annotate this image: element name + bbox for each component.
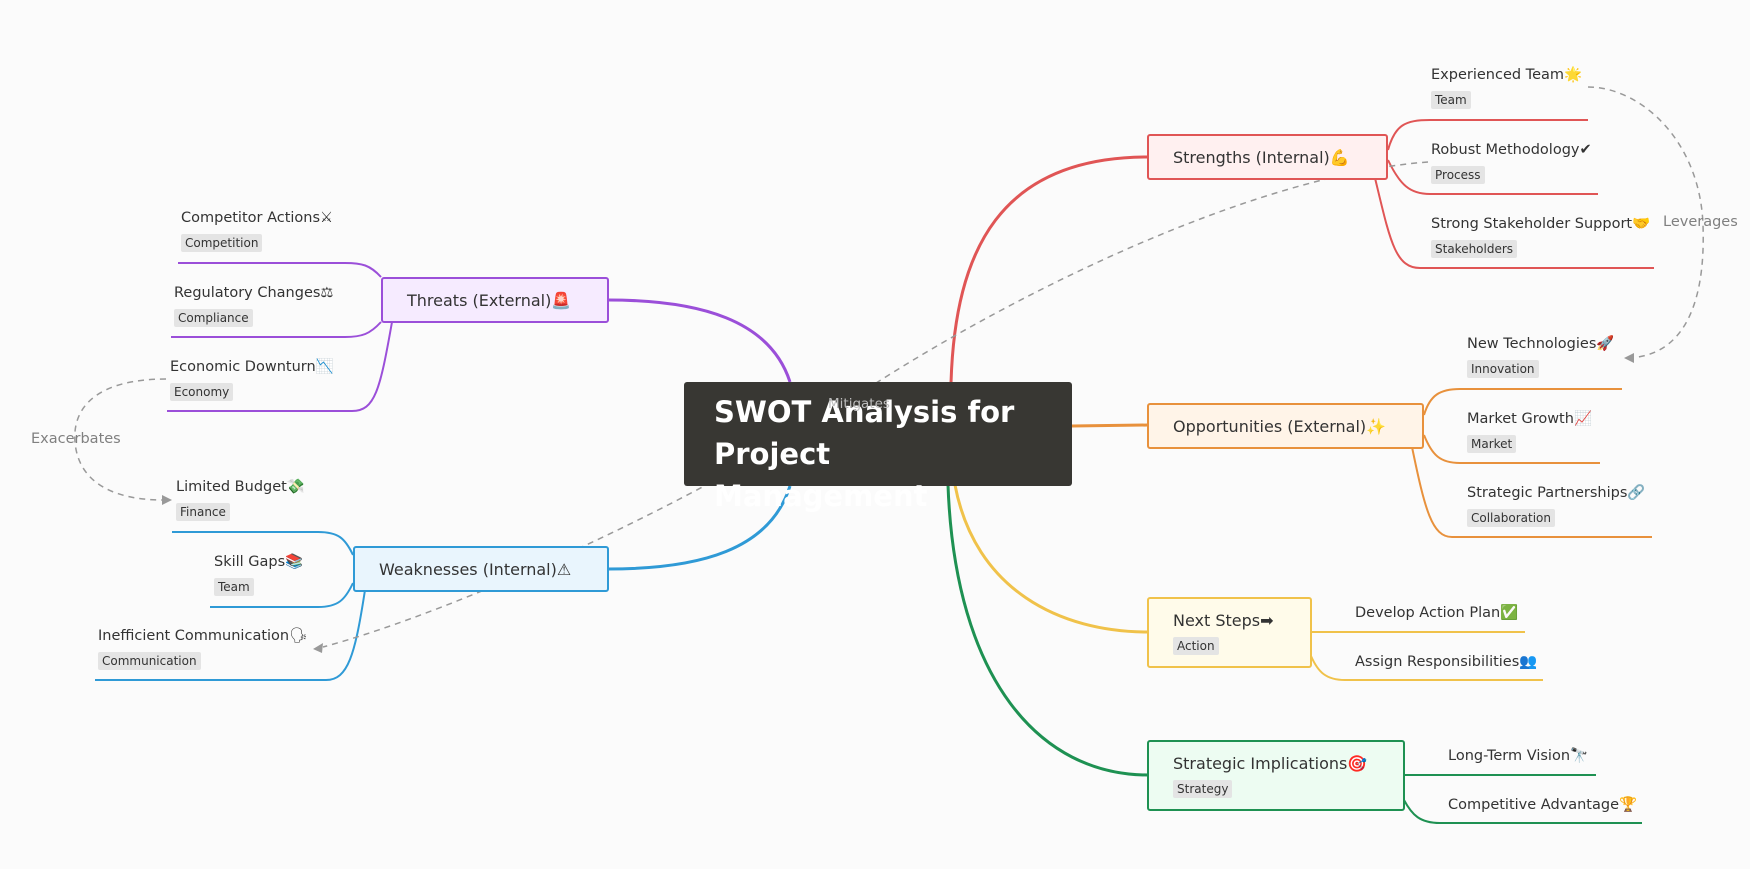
leaf-tag: Competition (181, 234, 263, 252)
leaf-regulatory-changes[interactable]: Regulatory Changes⚖ Compliance (174, 284, 333, 327)
link-weak-leaf-2 (210, 582, 354, 608)
leaf-label: Competitor Actions⚔ (181, 210, 334, 226)
leaf-label: Robust Methodology✔ (1431, 142, 1592, 158)
relation-exacerbates-label: Exacerbates (31, 431, 121, 447)
leaf-label: New Technologies🚀 (1467, 336, 1615, 352)
leaf-tag: Market (1467, 435, 1517, 453)
leaf-market-growth[interactable]: Market Growth📈 Market (1467, 410, 1592, 453)
link-threats-leaf-1 (178, 262, 382, 278)
branch-strategic[interactable]: Strategic Implications🎯 Strategy (1147, 740, 1405, 811)
leaf-tag: Stakeholders (1431, 240, 1518, 258)
branch-strengths[interactable]: Strengths (Internal)💪 (1147, 134, 1388, 180)
relation-exacerbates-arrow (162, 495, 172, 505)
link-opp-leaf-3 (1411, 446, 1652, 538)
leaf-tag: Team (1431, 91, 1471, 109)
branch-strategic-tag: Strategy (1173, 780, 1233, 798)
link-weak-leaf-1 (172, 531, 354, 556)
leaf-robust-methodology[interactable]: Robust Methodology✔ Process (1431, 141, 1592, 184)
link-opp-leaf-1 (1423, 388, 1622, 416)
link-strengths-leaf-3 (1374, 177, 1654, 269)
branch-next-steps-tag: Action (1173, 637, 1219, 655)
leaf-new-technologies[interactable]: New Technologies🚀 Innovation (1467, 335, 1614, 378)
leaf-label: Limited Budget💸 (176, 479, 305, 495)
leaf-label: Inefficient Communication🗣 (98, 628, 308, 644)
leaf-tag: Economy (170, 383, 234, 401)
leaf-tag: Finance (176, 503, 230, 521)
leaf-experienced-team[interactable]: Experienced Team🌟 Team (1431, 66, 1582, 109)
leaf-label: Economic Downturn📉 (170, 359, 334, 375)
link-root-threats (607, 298, 792, 383)
relation-exacerbates-line (74, 378, 167, 501)
branch-strengths-label: Strengths (Internal)💪 (1173, 148, 1350, 167)
relation-mitigates-arrow (313, 643, 323, 653)
link-root-strategic (946, 484, 1149, 777)
leaf-competitor-actions[interactable]: Competitor Actions⚔ Competition (181, 209, 333, 252)
link-root-opportunities (1071, 423, 1149, 428)
branch-strategic-label: Strategic Implications🎯 (1173, 754, 1368, 773)
leaf-label: Long-Term Vision🔭 (1448, 748, 1589, 764)
leaf-label: Develop Action Plan✅ (1355, 605, 1519, 621)
branch-next-steps[interactable]: Next Steps➡ Action (1147, 597, 1312, 668)
branch-threats-label: Threats (External)🚨 (407, 291, 572, 310)
branch-weaknesses-label: Weaknesses (Internal)⚠ (379, 560, 572, 579)
leaf-label: Competitive Advantage🏆 (1448, 797, 1638, 813)
link-next-leaf-2 (1310, 655, 1543, 681)
leaf-competitive-advantage[interactable]: Competitive Advantage🏆 (1448, 796, 1637, 814)
leaf-tag: Collaboration (1467, 509, 1555, 527)
branch-opportunities[interactable]: Opportunities (External)✨ (1147, 403, 1424, 449)
relation-mitigates-label: Mitigates (828, 396, 890, 412)
leaf-economic-downturn[interactable]: Economic Downturn📉 Economy (170, 358, 334, 401)
leaf-inefficient-communication[interactable]: Inefficient Communication🗣 Communication (98, 627, 308, 670)
leaf-label: Skill Gaps📚 (214, 554, 304, 570)
root-title-line-2: Project Management (714, 437, 928, 513)
leaf-tag: Communication (98, 652, 201, 670)
branch-opportunities-label: Opportunities (External)✨ (1173, 417, 1387, 436)
leaf-tag: Innovation (1467, 360, 1539, 378)
leaf-label: Strong Stakeholder Support🤝 (1431, 216, 1651, 232)
branch-next-steps-label: Next Steps➡ (1173, 611, 1274, 630)
leaf-label: Market Growth📈 (1467, 411, 1592, 427)
link-root-next-steps (953, 484, 1149, 634)
root-title-line-1: SWOT Analysis for (714, 395, 1015, 429)
link-weak-leaf-3 (95, 589, 366, 681)
leaf-label: Experienced Team🌟 (1431, 67, 1583, 83)
relation-leverages-label: Leverages (1663, 214, 1738, 230)
leaf-limited-budget[interactable]: Limited Budget💸 Finance (176, 478, 305, 521)
leaf-assign-responsibilities[interactable]: Assign Responsibilities👥 (1355, 653, 1537, 671)
leaf-tag: Team (214, 578, 254, 596)
link-strengths-leaf-1 (1387, 119, 1588, 151)
link-root-strengths (949, 155, 1149, 384)
leaf-tag: Compliance (174, 309, 253, 327)
link-threats-leaf-2 (171, 321, 382, 338)
link-root-weaknesses (607, 485, 792, 571)
branch-weaknesses[interactable]: Weaknesses (Internal)⚠ (353, 546, 609, 592)
leaf-tag: Process (1431, 166, 1485, 184)
leaf-strategic-partnerships[interactable]: Strategic Partnerships🔗 Collaboration (1467, 484, 1645, 527)
leaf-develop-action-plan[interactable]: Develop Action Plan✅ (1355, 604, 1518, 622)
leaf-label: Assign Responsibilities👥 (1355, 654, 1538, 670)
link-strengths-leaf-2 (1387, 159, 1598, 195)
root-topic[interactable]: SWOT Analysis for Project Management (684, 382, 1072, 513)
leaf-long-term-vision[interactable]: Long-Term Vision🔭 (1448, 747, 1588, 765)
leaf-skill-gaps[interactable]: Skill Gaps📚 Team (214, 553, 303, 596)
leaf-label: Regulatory Changes⚖ (174, 285, 334, 301)
link-threats-leaf-3 (167, 321, 393, 412)
link-strat-leaf-2 (1403, 799, 1642, 824)
relation-leverages-arrow (1624, 353, 1634, 363)
link-opp-leaf-2 (1423, 434, 1600, 464)
leaf-label: Strategic Partnerships🔗 (1467, 485, 1646, 501)
leaf-stakeholder-support[interactable]: Strong Stakeholder Support🤝 Stakeholders (1431, 215, 1650, 258)
branch-threats[interactable]: Threats (External)🚨 (381, 277, 609, 323)
relation-leverages-line (1587, 86, 1704, 359)
